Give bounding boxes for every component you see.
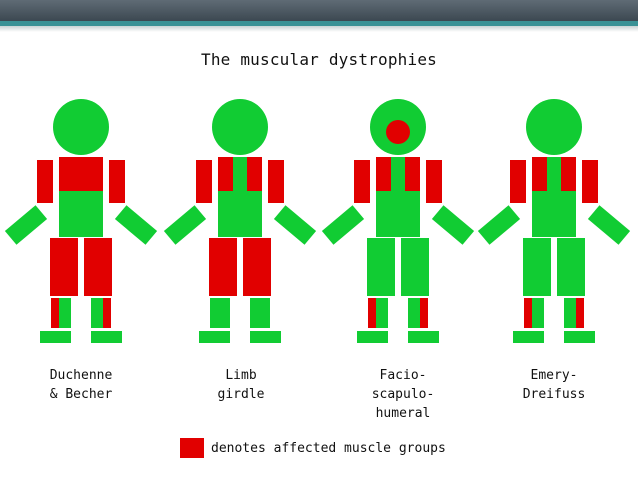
limb-forearm-left	[163, 205, 207, 245]
duchenne-forearm-left	[4, 205, 48, 245]
slide-header-rule	[0, 21, 638, 26]
emery-forearm-right	[587, 205, 631, 245]
limb-thigh-left	[209, 238, 237, 296]
facio-thigh-left	[367, 238, 395, 296]
duchenne-chest	[59, 157, 103, 191]
figure-label-emery-dreifuss: Emery- Dreifuss	[522, 368, 586, 402]
emery-head	[526, 99, 582, 155]
duchenne-thigh-right	[84, 238, 112, 296]
duchenne-calf-right-outer	[103, 298, 111, 328]
duchenne-head	[53, 99, 109, 155]
legend: denotes affected muscle groups	[180, 437, 446, 459]
limb-shoulder-right	[247, 157, 262, 191]
facio-thigh-right	[401, 238, 429, 296]
emery-foot-left	[513, 331, 544, 343]
facio-forearm-right	[431, 205, 475, 245]
facio-foot-left	[357, 331, 388, 343]
duchenne-thigh-left	[50, 238, 78, 296]
legend-swatch	[180, 438, 204, 458]
facio-upper-arm-right	[426, 160, 442, 203]
limb-head	[212, 99, 268, 155]
emery-upper-arm-right	[582, 160, 598, 203]
figure-label-limb-girdle: Limb girdle	[217, 368, 265, 402]
limb-foot-right	[250, 331, 281, 343]
limb-shoulder-left	[218, 157, 233, 191]
limb-upper-arm-left	[196, 160, 212, 203]
emery-shoulder-left	[532, 157, 547, 191]
limb-forearm-right	[273, 205, 317, 245]
duchenne-calf-left-outer	[51, 298, 59, 328]
limb-calf-right	[250, 298, 270, 328]
duchenne-foot-right	[91, 331, 122, 343]
emery-shoulder-right	[561, 157, 576, 191]
emery-foot-right	[564, 331, 595, 343]
facio-shoulder-left	[376, 157, 391, 191]
emery-thigh-left	[523, 238, 551, 296]
emery-thigh-right	[557, 238, 585, 296]
duchenne-foot-left	[40, 331, 71, 343]
emery-upper-arm-left	[510, 160, 526, 203]
facio-calf-right-outer	[420, 298, 428, 328]
limb-upper-arm-right	[268, 160, 284, 203]
duchenne-upper-arm-right	[109, 160, 125, 203]
slide-header-bar	[0, 0, 638, 21]
figure-label-duchenne: Duchenne & Becher	[49, 368, 113, 402]
emery-forearm-left	[477, 205, 521, 245]
figure-label-facioscapulohumeral: Facio- scapulo- humeral	[371, 368, 435, 421]
facio-calf-left-outer	[368, 298, 376, 328]
facio-shoulder-right	[405, 157, 420, 191]
facio-forearm-left	[321, 205, 365, 245]
duchenne-forearm-right	[114, 205, 158, 245]
limb-calf-left	[210, 298, 230, 328]
emery-calf-right-outer	[576, 298, 584, 328]
duchenne-upper-arm-left	[37, 160, 53, 203]
emery-calf-left-outer	[524, 298, 532, 328]
facio-upper-arm-left	[354, 160, 370, 203]
facio-foot-right	[408, 331, 439, 343]
facio-face	[386, 120, 410, 144]
limb-thigh-right	[243, 238, 271, 296]
page-title: The muscular dystrophies	[201, 50, 437, 69]
legend-text: denotes affected muscle groups	[211, 440, 446, 456]
slide-header-shade	[0, 26, 638, 32]
limb-foot-left	[199, 331, 230, 343]
